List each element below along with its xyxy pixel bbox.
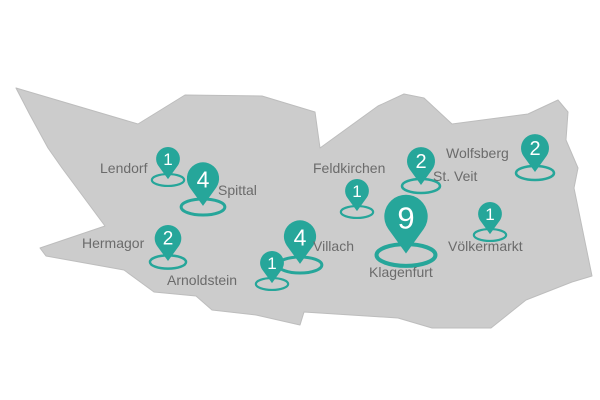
- map-pin-icon: [345, 178, 369, 212]
- city-label-wolfsberg: Wolfsberg: [446, 145, 509, 161]
- map-marker-hermagor[interactable]: 2: [148, 225, 188, 270]
- city-label-voelkermarkt: Völkermarkt: [448, 238, 523, 254]
- city-label-spittal: Spittal: [218, 182, 257, 198]
- map-pin-icon: [154, 225, 182, 262]
- marker-count: 4: [294, 224, 307, 250]
- city-label-klagenfurt: Klagenfurt: [369, 264, 433, 280]
- map-marker-feldkirchen[interactable]: 1: [339, 178, 375, 220]
- map-pin-icon: [260, 250, 284, 284]
- map-pin-icon: [186, 162, 220, 206]
- city-label-st-veit: St. Veit: [433, 168, 477, 184]
- map-pin-icon: [156, 146, 180, 180]
- map-marker-spittal[interactable]: 4: [179, 162, 227, 217]
- map-marker-lendorf[interactable]: 1: [150, 146, 186, 188]
- city-label-arnoldstein: Arnoldstein: [167, 272, 237, 288]
- map-pin-icon: [407, 147, 435, 185]
- map-pin-icon: [478, 201, 502, 235]
- city-label-feldkirchen: Feldkirchen: [313, 160, 385, 176]
- marker-count: 1: [485, 205, 494, 224]
- map-marker-st-veit[interactable]: 2: [400, 147, 442, 195]
- map-marker-arnoldstein[interactable]: 1: [254, 250, 290, 292]
- map-pin-icon: [384, 194, 428, 254]
- map-pin-icon: [521, 134, 549, 172]
- map-pin-icon: [283, 220, 317, 264]
- marker-count: 4: [197, 166, 210, 192]
- marker-count: 1: [352, 182, 361, 201]
- city-label-lendorf: Lendorf: [100, 160, 148, 176]
- marker-count: 2: [415, 151, 426, 173]
- city-label-hermagor: Hermagor: [82, 235, 145, 251]
- map-marker-klagenfurt[interactable]: 9: [374, 194, 438, 268]
- map-marker-wolfsberg[interactable]: 2: [514, 134, 556, 182]
- marker-count: 9: [397, 200, 414, 235]
- marker-count: 1: [163, 150, 172, 169]
- city-label-villach: Villach: [313, 238, 354, 254]
- marker-count: 2: [529, 138, 540, 160]
- carinthia-region-shape: [15, 87, 593, 329]
- marker-count: 2: [163, 229, 174, 250]
- map-marker-voelkermarkt[interactable]: 1: [472, 201, 508, 243]
- map-marker-villach[interactable]: 4: [276, 220, 324, 275]
- marker-count: 1: [267, 254, 276, 273]
